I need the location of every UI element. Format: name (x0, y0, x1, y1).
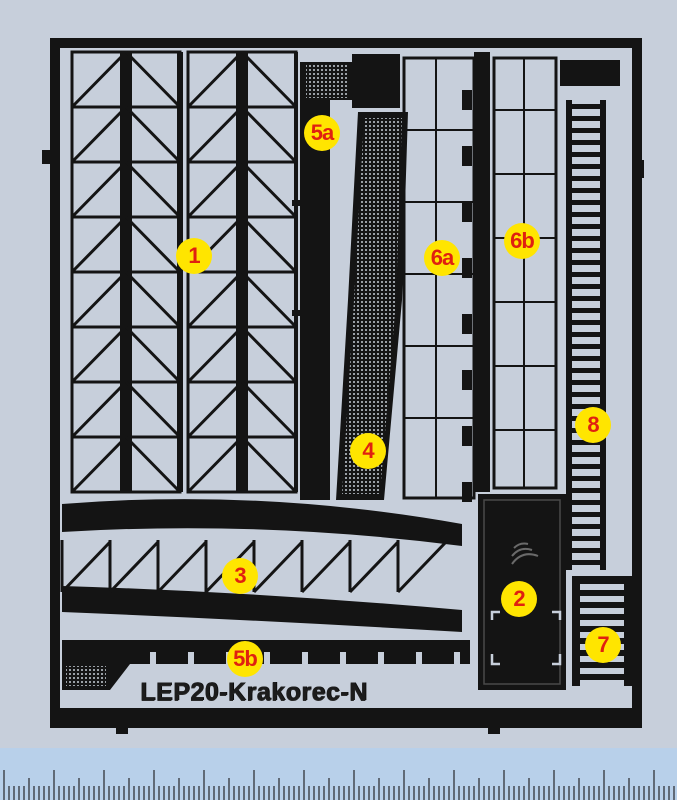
label-8: 8 (575, 407, 611, 443)
label-5a: 5a (304, 115, 340, 151)
part-3-truss-beam (60, 499, 462, 632)
label-6a: 6a (424, 240, 460, 276)
part-4-mesh-strip (336, 112, 408, 500)
part-6b-rail (474, 52, 558, 492)
ruler (0, 748, 677, 800)
label-4: 4 (350, 433, 386, 469)
label-1: 1 (176, 238, 212, 274)
part-1-truss-frames (70, 50, 298, 494)
label-7: 7 (585, 627, 621, 663)
part-5a-strip (292, 62, 352, 500)
sprue-block (352, 54, 400, 108)
label-3: 3 (222, 558, 258, 594)
label-6b: 6b (504, 223, 540, 259)
label-5b: 5b (227, 641, 263, 677)
part-5b-strip (62, 640, 470, 690)
label-2: 2 (501, 581, 537, 617)
part-8-ladder (560, 60, 620, 570)
fret-title: LEP20-Krakorec-N (140, 678, 368, 706)
